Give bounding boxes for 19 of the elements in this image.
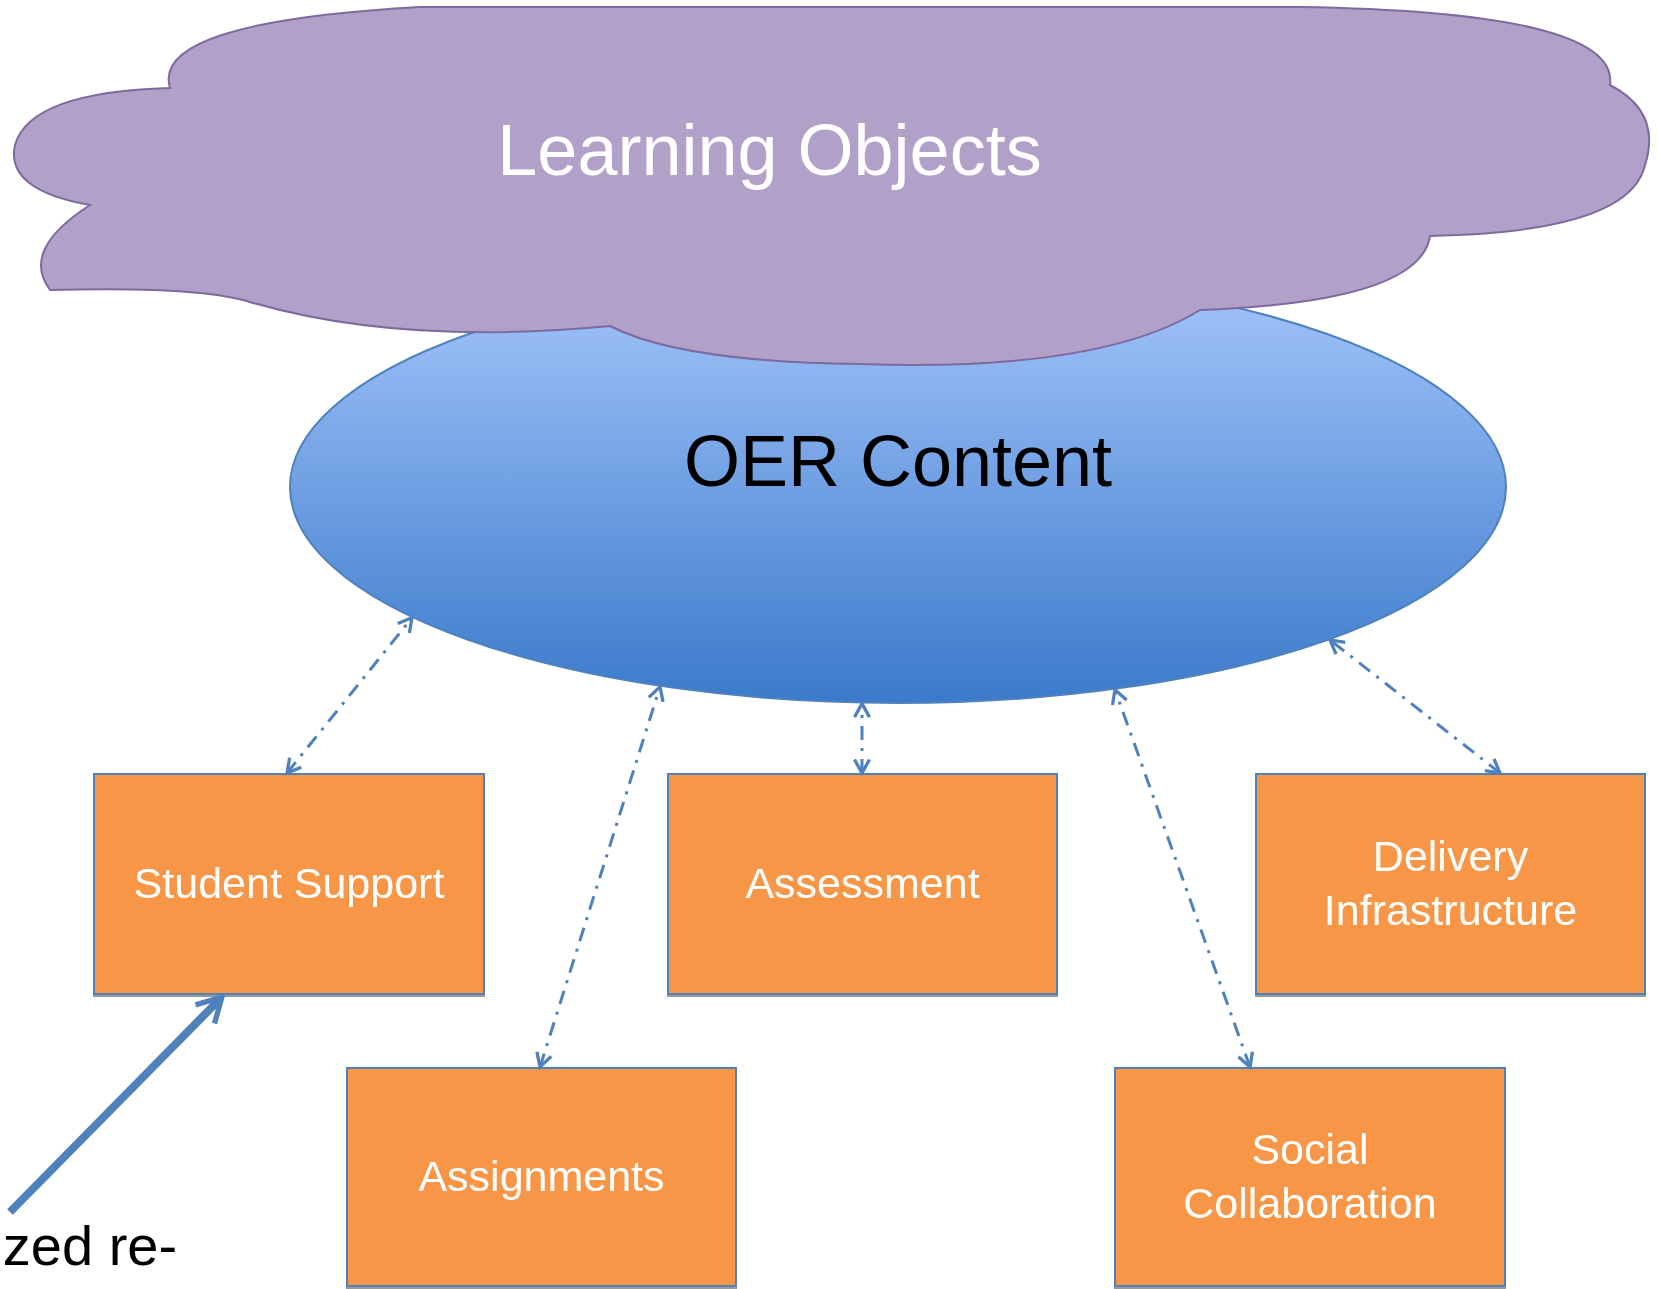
- box-label: Assignments: [417, 1151, 666, 1203]
- arrow: [535, 685, 665, 1069]
- process-box: [1114, 1067, 1506, 1287]
- arrow: [1328, 638, 1502, 775]
- process-box: [346, 1067, 737, 1287]
- arrow: [1110, 688, 1255, 1069]
- box-label: Social Collaboration: [1182, 1124, 1438, 1229]
- shape-label: OER Content: [683, 420, 1113, 502]
- process-box: [667, 773, 1058, 995]
- arrow: [285, 616, 414, 775]
- process-box: [93, 773, 485, 995]
- box-label: Assessment: [744, 858, 981, 910]
- shape-label: Learning Objects: [497, 109, 1042, 191]
- box-label: Student Support: [132, 858, 446, 910]
- process-box: [1255, 773, 1646, 995]
- arrow: [852, 701, 872, 775]
- box-label: Delivery Infrastructure: [1322, 831, 1579, 936]
- text-label: zed re-: [2, 1212, 178, 1278]
- arrow: [7, 994, 225, 1215]
